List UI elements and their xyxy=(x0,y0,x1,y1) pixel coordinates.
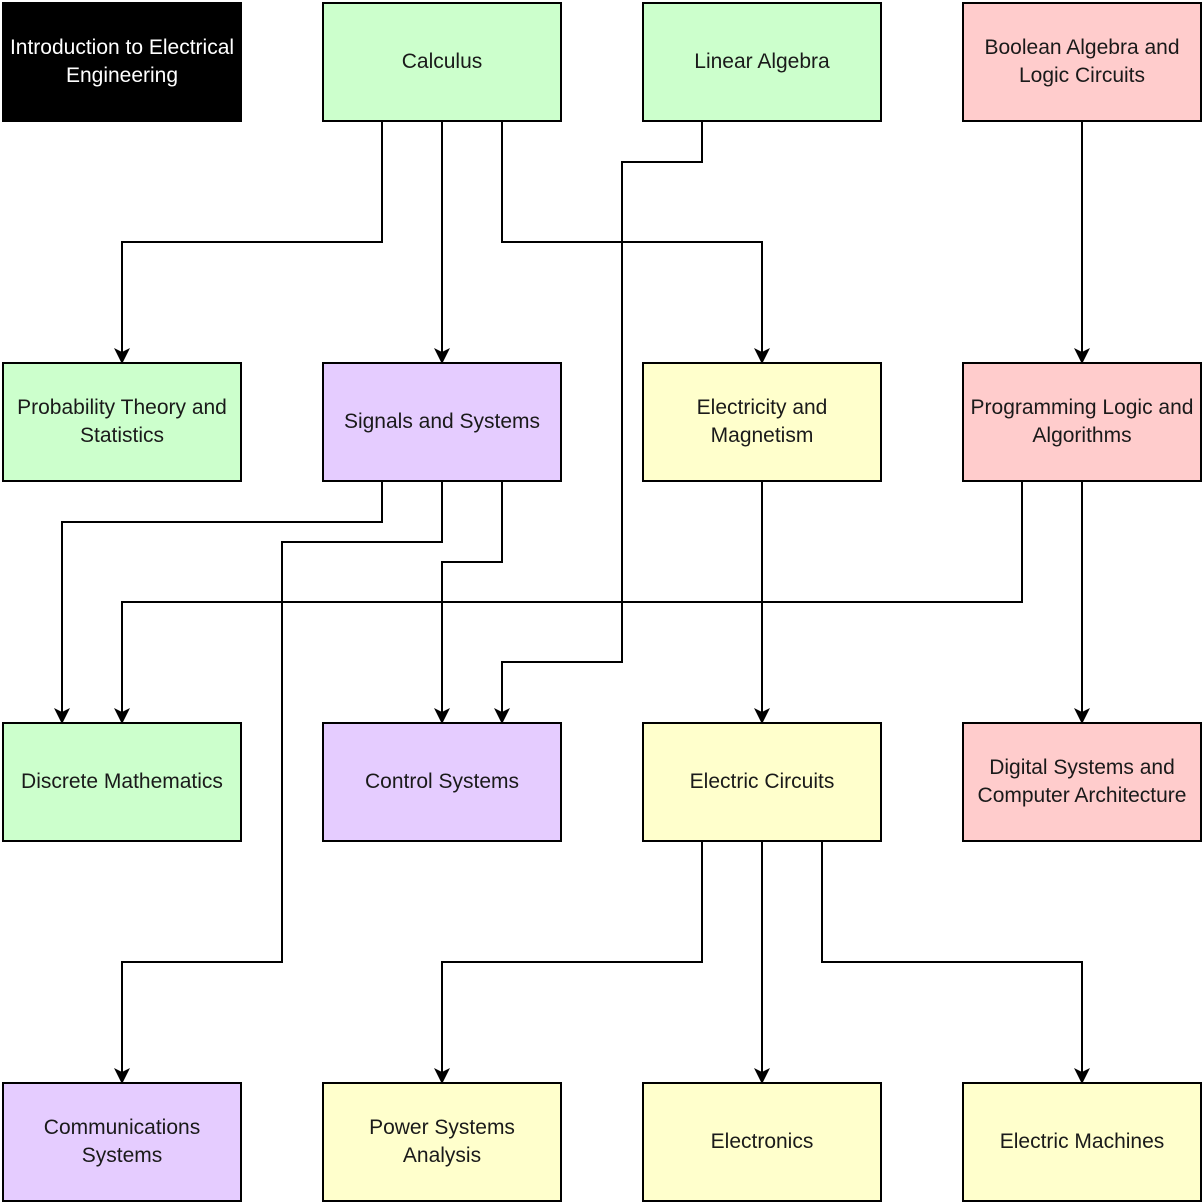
edge-programming-to-discrete xyxy=(114,482,1023,724)
node-signals-and-systems: Signals and Systems xyxy=(322,362,562,482)
node-control-systems: Control Systems xyxy=(322,722,562,842)
node-digital-systems-and-computer-architecture: Digital Systems and Computer Architectur… xyxy=(962,722,1202,842)
node-electronics: Electronics xyxy=(642,1082,882,1202)
node-power-systems-analysis: Power Systems Analysis xyxy=(322,1082,562,1202)
edge-signals-to-communications xyxy=(114,482,443,1084)
edge-calculus-to-probability xyxy=(114,122,383,364)
node-programming-logic-and-algorithms: Programming Logic and Algorithms xyxy=(962,362,1202,482)
edge-signals-to-control xyxy=(434,482,503,724)
node-electricity-and-magnetism: Electricity and Magnetism xyxy=(642,362,882,482)
edge-calculus-to-electricity xyxy=(501,122,770,364)
node-electric-circuits: Electric Circuits xyxy=(642,722,882,842)
node-probability-theory-and-statistics: Probability Theory and Statistics xyxy=(2,362,242,482)
edge-linear_algebra-to-control xyxy=(494,122,703,724)
node-discrete-mathematics: Discrete Mathematics xyxy=(2,722,242,842)
edge-circuits-to-machines xyxy=(821,842,1090,1084)
node-boolean-algebra-and-logic-circuits: Boolean Algebra and Logic Circuits xyxy=(962,2,1202,122)
node-calculus: Calculus xyxy=(322,2,562,122)
edge-signals-to-discrete xyxy=(54,482,383,724)
node-introduction-to-electrical-engineering: Introduction to Electrical Engineering xyxy=(2,2,242,122)
node-linear-algebra: Linear Algebra xyxy=(642,2,882,122)
edge-circuits-to-power xyxy=(434,842,703,1084)
node-electric-machines: Electric Machines xyxy=(962,1082,1202,1202)
node-communications-systems: Communications Systems xyxy=(2,1082,242,1202)
